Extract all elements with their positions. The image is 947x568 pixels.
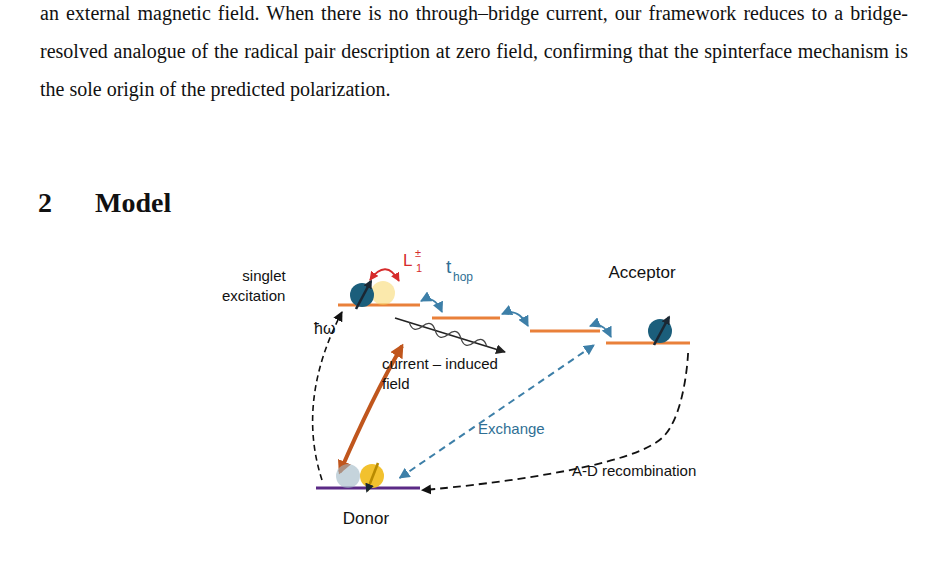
spin-ghost bbox=[336, 464, 360, 488]
level-name: Acceptor bbox=[594, 263, 690, 283]
hop-arrow bbox=[502, 312, 528, 326]
body-text: an external magnetic field. When there i… bbox=[40, 0, 908, 108]
spin-arrow bbox=[356, 281, 371, 309]
bridge-level-line bbox=[530, 330, 600, 333]
spin-arrow bbox=[654, 317, 669, 345]
operator-symbol: L bbox=[403, 251, 412, 271]
bridge-level-line bbox=[432, 317, 500, 320]
subscript: 1 bbox=[416, 262, 422, 275]
flip-arrow bbox=[370, 269, 399, 281]
hopping-symbol: t bbox=[446, 256, 451, 278]
edge-label: A-D recombination bbox=[572, 462, 696, 479]
current-arrow bbox=[395, 318, 505, 352]
spin-arrow bbox=[367, 463, 378, 491]
process-label: singlet excitation bbox=[222, 266, 306, 306]
photon-energy: ħω bbox=[314, 320, 335, 338]
hop-arrow bbox=[590, 325, 611, 337]
subscript: hop bbox=[453, 271, 473, 285]
process-label: current – induced field bbox=[382, 354, 517, 394]
donor-level: Donor bbox=[310, 478, 422, 536]
superscript: ± bbox=[415, 247, 421, 260]
spin-circle bbox=[350, 283, 374, 307]
hop-arrow bbox=[421, 299, 442, 312]
spin-ghost bbox=[371, 281, 395, 305]
edge-label: Exchange bbox=[478, 420, 545, 437]
acceptor-level: Acceptor bbox=[594, 258, 690, 353]
section-heading: Model bbox=[95, 187, 171, 219]
excitation-arrow bbox=[313, 312, 342, 480]
acceptor-level-line bbox=[606, 342, 690, 345]
level-name: Donor bbox=[310, 509, 422, 529]
spin-circle bbox=[648, 319, 672, 343]
section-number: 2 bbox=[38, 187, 52, 219]
current-wave bbox=[409, 322, 487, 346]
